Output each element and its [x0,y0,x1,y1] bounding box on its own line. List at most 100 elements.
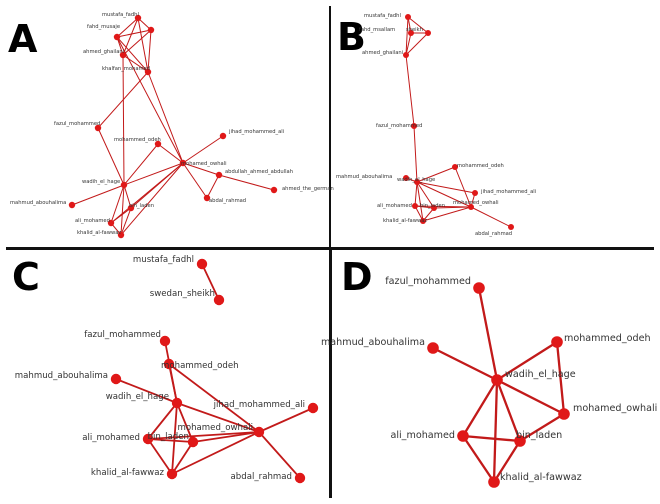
panel-c-network: mustafa_fadhlswedan_sheikhfazul_mohammed… [15,255,319,484]
edge-bl-am [110,207,132,224]
panel-letter-b: B [337,15,366,59]
edge-fm1-ag [122,29,152,56]
node-label-mf: mustafa_fadhl [102,12,139,18]
node-ag [119,51,127,59]
node-mo [452,164,458,170]
panel-b-edges [405,16,512,228]
node-label-mf: mustafa_fadhl [364,13,401,19]
node-label-wh: wadih_el_hage [397,177,435,183]
panel-d-edges [431,286,566,484]
node-aaa [215,171,223,179]
edge-wh-mw [176,402,260,433]
node-mw [468,204,474,210]
edge-am-kf [461,434,496,484]
node-label-mo: mohammed_odeh [457,163,504,169]
node-label-ma: mahmud_abouhalima [10,200,66,206]
edge-ss-ag [405,32,429,56]
edge-fz-wh [97,127,125,186]
panel-c-edges [115,263,314,479]
node-mf [405,14,411,20]
node-label-ar: abdal_rahmad [231,472,292,482]
node-bl [127,204,135,212]
node-label-ma: mahmud_abouhalima [321,337,425,348]
node-label-fz: fazul_mohammed [385,276,471,287]
node-bl [431,205,437,211]
node-label-kf: khalid_al-fawwaz [383,218,427,224]
node-label-jm: jihad_mohammed_ali [480,189,536,195]
edge-mw-wh [123,162,184,186]
node-ag [403,52,409,58]
node-label-km: khalfan_mohamed [102,66,150,72]
node-label-fz: fazul_mohammed [84,330,161,340]
edge-mw-ar [470,206,512,228]
node-unlabeled [113,33,121,41]
panel-c-nodes: mustafa_fadhlswedan_sheikhfazul_mohammed… [15,255,319,484]
edge-mw-kf [120,162,184,236]
edge-mw-bl [192,431,260,443]
node-mf [196,258,208,270]
node-label-atg: ahmed_the_german [282,186,334,192]
vertical-divider-top [329,6,331,248]
node-label-jm: jihad_mohammed_ali [213,400,305,410]
node-am [412,203,418,209]
node-label-fm1: fahd_msallam [359,27,395,33]
edge-wh-ma [71,184,125,206]
node-label-bl: bin_laden [148,432,189,442]
node-label-mw: mohamed_owhali [177,423,253,433]
edge-bl-kf [171,441,194,475]
node-label-mw: mohamed_owhali [453,200,499,206]
node-kf [420,218,426,224]
edge-mo-wh [168,363,178,404]
node-fz [473,282,485,294]
node-am [107,219,115,227]
edge-mw-bl [518,412,566,443]
edge-wh-bl [416,181,435,209]
horizontal-divider [6,247,654,250]
edge-wh-am [461,378,499,438]
panel-letter-a: A [8,17,38,61]
node-fm1 [147,26,155,34]
node-fz [411,123,417,129]
edge-wh-am [414,181,418,207]
node-label-mo: mohammed_odeh [161,361,239,371]
node-label-wh: wadih_el_hage [505,369,576,380]
node-label-kf: khalid_al-fawwaz [77,230,121,236]
node-mo [154,140,162,148]
node-label-wh: wadih_el_hage [106,392,169,402]
node-ar [203,194,211,202]
edge-wh-am [110,184,125,224]
edge-am-kf [147,438,173,475]
edge-bl-kf [120,207,132,236]
edge-mf-n5 [116,17,139,38]
edge-mo-mw [157,143,184,164]
node-ar [508,224,514,230]
node-wh [414,179,420,185]
node-label-kf: khalid_al-fawwaz [91,468,165,478]
vertical-divider-bottom [329,250,332,498]
node-mo [551,336,563,348]
edge-wh-bl [495,378,522,443]
node-label-am: ali_mohamed [390,430,455,441]
edge-mo-wh [416,166,456,183]
edge-mw-bl [433,206,472,209]
node-label-bl: bin_laden [516,430,562,441]
node-label-mo: mohammed_odeh [114,137,161,143]
edge-wh-jm [416,181,476,194]
node-label-wh: wadih_el_hage [82,179,120,185]
node-atg [270,186,278,194]
edge-ma-wh [115,378,178,404]
node-mw [558,408,570,420]
edge-wh-am [147,402,178,440]
node-label-bl: bin_laden [420,203,445,209]
edge-wh-kf [120,184,125,236]
edge-km-n5 [116,36,149,73]
edge-wh-bl [123,184,132,209]
edge-wh-kf [416,181,424,222]
edge-ag-km [122,54,149,73]
node-jm [219,132,227,140]
edge-jm-mw [182,135,224,164]
